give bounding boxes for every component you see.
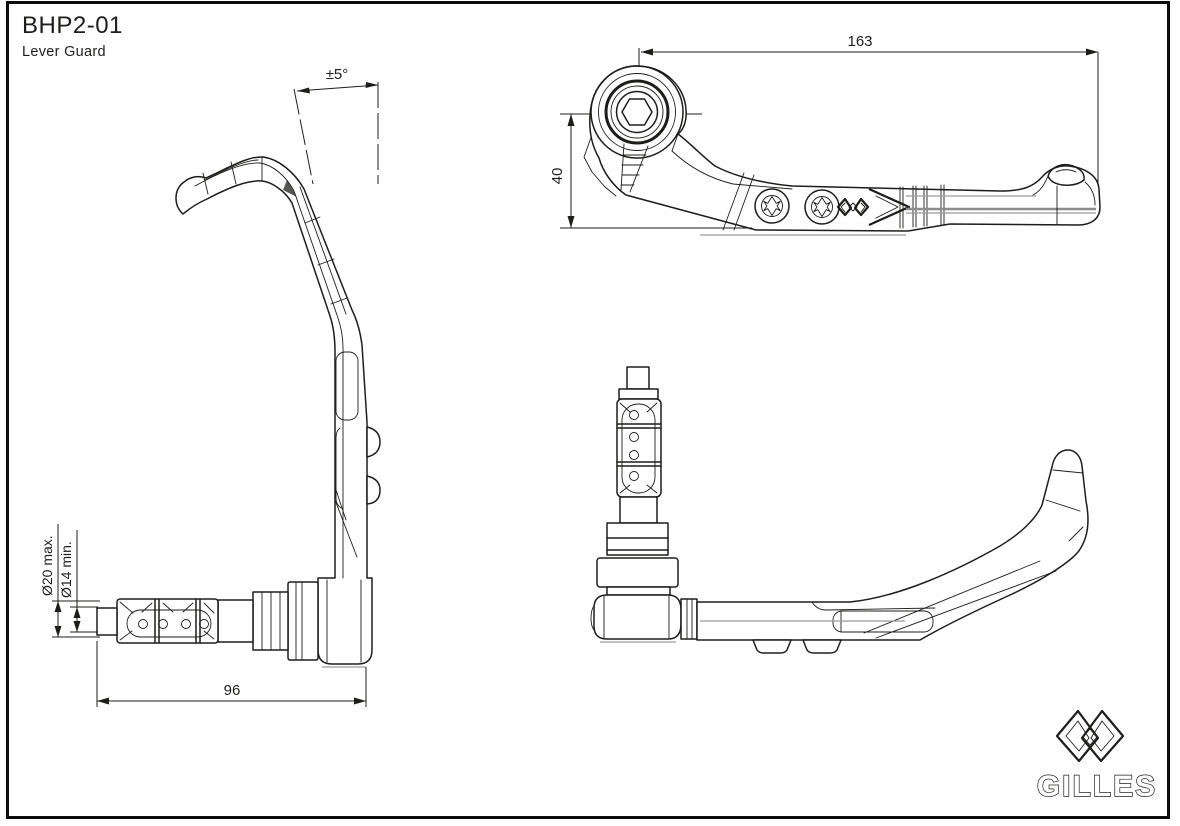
- expander-bolt-head: [626, 366, 650, 390]
- spacer-ring: [287, 581, 319, 661]
- guard-window: [335, 351, 359, 421]
- dim-pivot-height: 40: [549, 114, 752, 229]
- torx-screw: [754, 188, 790, 224]
- gilles-logo: GILLES: [1036, 709, 1157, 804]
- chevron-detail: [868, 187, 911, 227]
- brand-emblem-engraving: [836, 197, 870, 217]
- clamp-band: [680, 598, 698, 640]
- title-block: BHP2-01 Lever Guard: [22, 12, 123, 60]
- top-view-outline: [589, 65, 1101, 232]
- bottom-view: [590, 366, 1089, 654]
- top-view: 163 40: [549, 33, 1101, 236]
- part-name: Lever Guard: [22, 44, 106, 60]
- spacer-ring: [596, 557, 679, 588]
- dim-insert-length-label: 96: [224, 682, 241, 699]
- dim-angle: ±5°: [293, 66, 379, 185]
- part-number: BHP2-01: [22, 12, 123, 39]
- screw-boss-bump: [366, 475, 381, 505]
- elbow-shadow: [283, 180, 297, 197]
- dim-clamp-max-label: Ø20 max.: [39, 535, 55, 596]
- clamp-shaft: [217, 599, 254, 643]
- end-cap-pad: [1047, 163, 1085, 186]
- dim-pivot-height-label: 40: [549, 168, 566, 185]
- hex-socket: [621, 98, 653, 126]
- dim-insert-length: 96: [96, 641, 367, 707]
- mount-foot: [802, 639, 842, 654]
- ball-joint-boss: [593, 594, 682, 640]
- front-view: ±5° Ø20 max. Ø14 min. 96: [39, 66, 381, 707]
- clamp-shaft: [619, 496, 658, 524]
- mount-foot: [752, 639, 792, 654]
- dim-clamp-diameters: Ø20 max. Ø14 min.: [39, 524, 100, 638]
- dim-clamp-min-label: Ø14 min.: [58, 541, 74, 598]
- gilles-logo-mark: [1055, 709, 1125, 763]
- expander-bolt-head: [96, 607, 118, 636]
- washer-stack: [252, 591, 289, 651]
- guard-arm-outline: [696, 449, 1089, 641]
- dim-angle-label: ±5°: [326, 66, 349, 83]
- dim-overall-length: 163: [641, 33, 1099, 186]
- pivot-ring-outer: [590, 65, 684, 159]
- logo-text: GILLES: [1037, 770, 1157, 803]
- dim-overall-length-label: 163: [847, 33, 872, 50]
- screw-boss-bump: [366, 426, 381, 458]
